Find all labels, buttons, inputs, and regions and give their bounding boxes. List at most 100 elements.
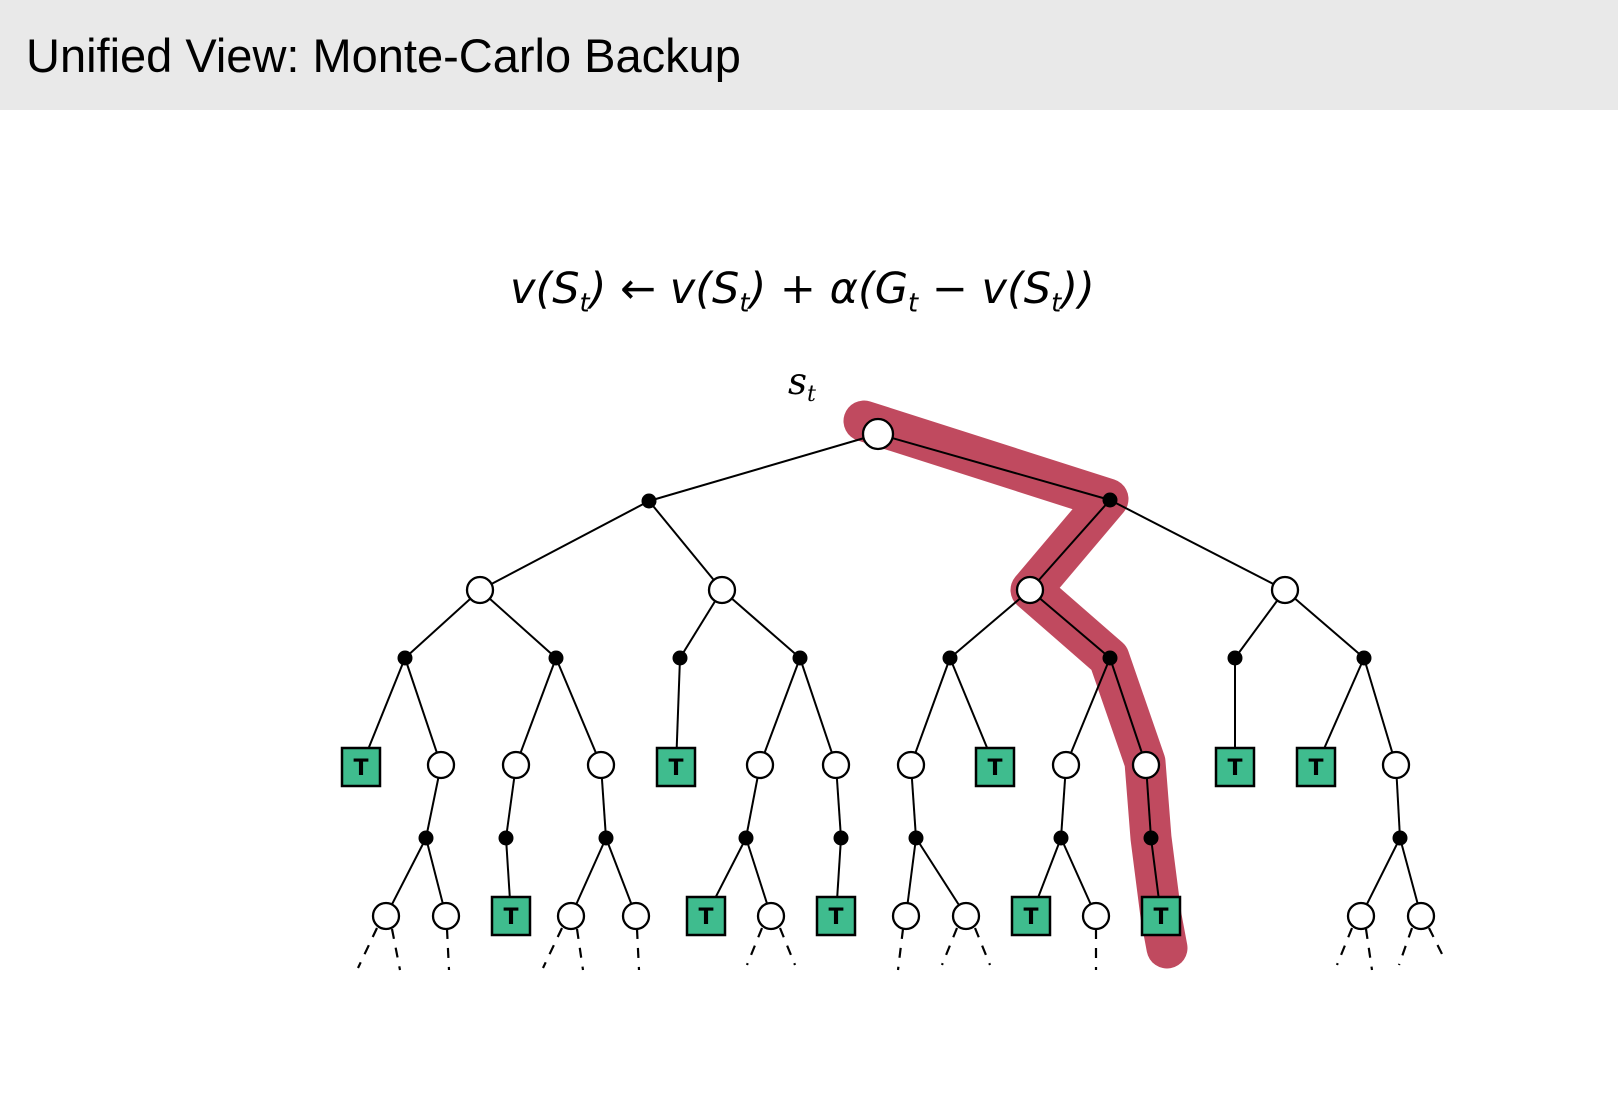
formula-text: v(S [510, 264, 580, 314]
tree-edge [1363, 657, 1397, 766]
tree-edge [570, 837, 607, 917]
terminal-node [815, 895, 857, 937]
terminal-node-label: T [353, 756, 368, 781]
root-state-label: st [788, 360, 816, 407]
state-node [1051, 750, 1081, 780]
tree-edge [1065, 657, 1111, 766]
state-node [1015, 575, 1045, 605]
state-node [431, 901, 461, 931]
tree-edge [404, 657, 442, 766]
state-node [621, 901, 651, 931]
tree-edge-dashed [635, 928, 641, 971]
terminal-node-label: T [668, 756, 683, 781]
terminal-node [1140, 895, 1182, 937]
tree-edge-dashed [896, 928, 905, 971]
tree-edge [1284, 589, 1365, 659]
action-node [1356, 650, 1372, 666]
state-node [501, 750, 531, 780]
tree-edge [915, 837, 967, 917]
action-node [672, 650, 688, 666]
state-node [1081, 901, 1111, 931]
tree-edge-dashed [973, 927, 992, 966]
tree-edge [385, 837, 427, 917]
action-node [1143, 830, 1159, 846]
terminal-node [974, 746, 1016, 788]
state-node [1131, 750, 1161, 780]
tree-edge-dashed [445, 928, 451, 971]
formula-text: ) + α(G [749, 264, 909, 314]
tree-edge-dashed [390, 928, 402, 971]
tree-edge [1360, 837, 1401, 917]
tree-edge [1029, 499, 1111, 591]
action-node [641, 493, 657, 509]
tree-edge [721, 589, 801, 659]
action-node [833, 830, 849, 846]
tree-edge [1060, 837, 1097, 917]
action-node [1102, 492, 1118, 508]
action-node [418, 830, 434, 846]
state-node [371, 901, 401, 931]
state-node [556, 901, 586, 931]
state-node [896, 750, 926, 780]
action-node [397, 650, 413, 666]
terminal-node [490, 895, 532, 937]
tree-edge-dashed [940, 927, 959, 966]
terminal-node-label: T [828, 905, 843, 930]
tree-edge-dashed [778, 927, 797, 966]
state-node [426, 750, 456, 780]
tree-edge-dashed [1397, 927, 1414, 966]
formula-subscript: t [739, 288, 750, 319]
tree-edge [910, 657, 951, 766]
action-node [1102, 650, 1118, 666]
formula-text: ) ← v(S [589, 264, 740, 314]
state-node [1381, 750, 1411, 780]
tree-edge [799, 657, 837, 766]
action-node [598, 830, 614, 846]
tree-edge-dashed [745, 927, 764, 966]
tree-edge [479, 500, 650, 591]
terminal-node-label: T [1023, 905, 1038, 930]
state-node [1270, 575, 1300, 605]
terminal-node [1010, 895, 1052, 937]
tree-edge [404, 589, 481, 659]
tree-edge [877, 433, 1111, 501]
title-bar: Unified View: Monte-Carlo Backup [0, 0, 1618, 110]
slide-title: Unified View: Monte-Carlo Backup [26, 28, 741, 82]
tree-edge [1109, 499, 1286, 591]
root-label-base: s [788, 360, 807, 403]
state-node [1346, 901, 1376, 931]
tree-edge [648, 433, 879, 502]
action-node [1227, 650, 1243, 666]
tree-edge [479, 589, 557, 659]
tree-edge-dashed [357, 927, 378, 969]
terminal-node-label: T [1308, 756, 1323, 781]
formula-subscript: t [908, 288, 919, 319]
tree-edge-dashed [1428, 927, 1447, 963]
mc-backup-formula: v(St) ← v(St) + α(Gt − v(St)) [510, 264, 1095, 318]
terminal-node [340, 746, 382, 788]
formula-text: − v(S [918, 264, 1052, 314]
tree-edge [515, 657, 557, 766]
terminal-node-label: T [503, 905, 518, 930]
state-node [707, 575, 737, 605]
tree-edge-dashed [575, 928, 585, 971]
state-node [951, 901, 981, 931]
tree-edge-dashed [542, 927, 563, 969]
terminal-node [685, 895, 727, 937]
state-node [861, 417, 895, 451]
state-node [586, 750, 616, 780]
formula-text: )) [1061, 264, 1095, 314]
state-node [756, 901, 786, 931]
terminal-node [655, 746, 697, 788]
tree-edge-dashed [1364, 928, 1374, 971]
action-node [498, 830, 514, 846]
action-node [1392, 830, 1408, 846]
mc-trajectory-highlight [843, 400, 1188, 969]
tree-edge [1109, 657, 1147, 766]
formula-subscript: t [1051, 288, 1062, 319]
formula-subscript: t [579, 288, 590, 319]
state-node [745, 750, 775, 780]
tree-edge [648, 500, 723, 591]
tree-edge-dashed [1335, 927, 1354, 966]
